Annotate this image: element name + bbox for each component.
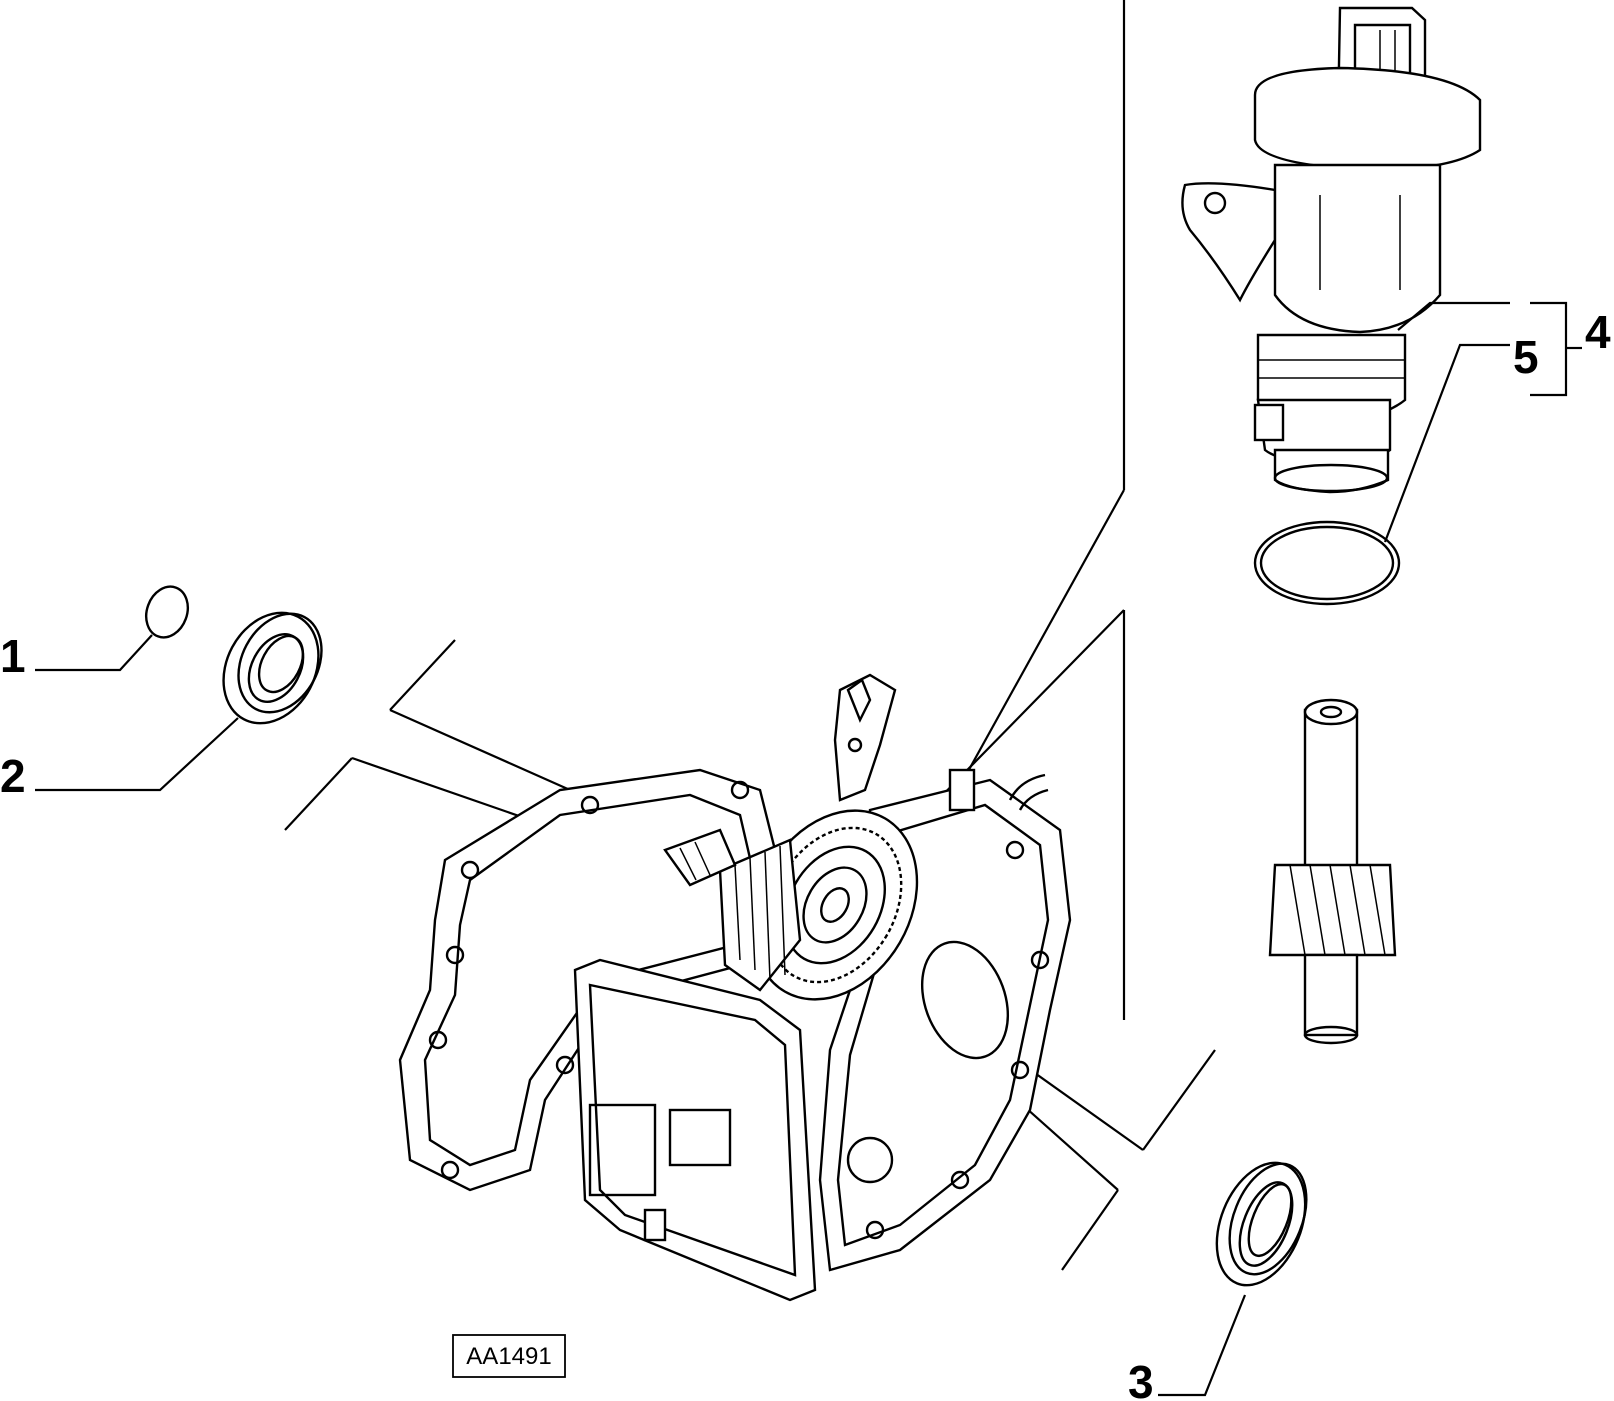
callout-label-1: 1: [0, 630, 26, 682]
speed-sensor: [1181, 6, 1482, 494]
callout-label-2: 2: [0, 750, 26, 802]
transmission-assembly: [398, 673, 1072, 1302]
seal-ring-right: [1215, 1161, 1308, 1287]
frame-lines: [284, 0, 1216, 1271]
o-ring-small: [145, 585, 189, 639]
sensor-o-ring: [1253, 520, 1401, 606]
driven-gear-shaft: [1268, 698, 1397, 1045]
reference-code: AA1491: [466, 1343, 551, 1370]
callout-label-4: 4: [1585, 306, 1611, 358]
reference-code-box: AA1491: [452, 1334, 566, 1378]
callout-leaders: [35, 301, 1582, 1397]
callout-label-3: 3: [1128, 1356, 1154, 1401]
seal-ring-left: [222, 611, 323, 725]
callout-label-5: 5: [1513, 331, 1539, 383]
